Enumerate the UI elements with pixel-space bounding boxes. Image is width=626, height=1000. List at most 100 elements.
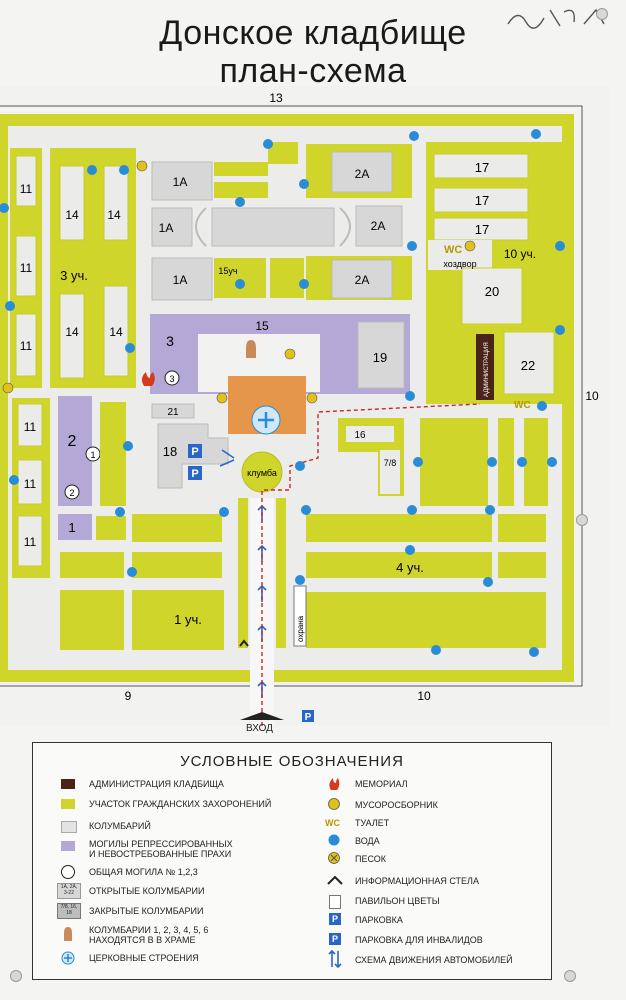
mount-bolt: [10, 970, 22, 982]
memorial-icon: [141, 372, 155, 386]
entrance-arrow: [240, 712, 284, 720]
legend-item-label: ПАРКОВКА ДЛЯ ИНВАЛИДОВ: [355, 935, 483, 945]
church-columbarium-icon: [64, 927, 72, 941]
cross-icon: [258, 412, 274, 428]
plot-strip[interactable]: [498, 552, 546, 578]
toilet-icon: WC: [325, 818, 340, 828]
section-1-plot[interactable]: [132, 514, 222, 542]
legend-item-label: ОТКРЫТЫЕ КОЛУМБАРИИ: [89, 886, 205, 896]
section-11-group[interactable]: [10, 148, 50, 578]
common-grave-1-number: 1: [90, 450, 95, 460]
parking-icon: P: [329, 913, 341, 925]
legend-item-label: ПАВИЛЬОН ЦВЕТЫ: [355, 896, 440, 906]
legend-item-label: ОБЩАЯ МОГИЛА № 1,2,3: [89, 867, 198, 877]
section-2a-label: 2А: [355, 167, 370, 181]
section-1-plot-lower[interactable]: [132, 590, 224, 650]
legend-swatch-repressed: [61, 841, 75, 851]
legend-swatch-columbarium: [61, 821, 77, 833]
administration-building[interactable]: [476, 334, 494, 400]
legend-common-grave-icon: [61, 865, 75, 879]
section-11-label: 11: [24, 477, 37, 491]
legend-closed-columbarium-sample: 7/8, 16, 18: [57, 903, 81, 919]
section-11-label: 11: [24, 535, 37, 549]
section-15-label: 15: [255, 319, 269, 333]
mount-bolt: [576, 514, 588, 526]
columbarium-arcs: [195, 207, 351, 247]
section-12-plot[interactable]: [420, 418, 488, 506]
legend-item-label: ЗАКРЫТЫЕ КОЛУМБАРИИ: [89, 906, 204, 916]
section-3-plot[interactable]: [50, 148, 136, 388]
columbarium-21[interactable]: [151, 403, 195, 419]
plot-strip[interactable]: [96, 516, 126, 540]
section-16-label: 16: [354, 430, 366, 441]
section-17-label: 17: [475, 193, 489, 208]
section-1a-label: 1А: [159, 221, 174, 235]
common-grave-3-number: 3: [169, 374, 174, 384]
section-3-label: 3: [166, 333, 174, 349]
repressed-graves-1[interactable]: [58, 514, 92, 540]
plot-strip[interactable]: [60, 590, 124, 650]
traffic-arrows-icon: [328, 949, 342, 969]
columbarium-16[interactable]: [346, 426, 394, 442]
legend-item-label: МУСОРОСБОРНИК: [355, 800, 438, 810]
section-19-label: 19: [373, 350, 387, 365]
section-2-label: 2: [68, 433, 77, 450]
plot-strip[interactable]: [498, 514, 546, 542]
columbarium-2a-group[interactable]: [270, 144, 412, 300]
trash-bin-icon: [328, 798, 340, 810]
common-grave-3-marker: [164, 370, 180, 386]
section-11-label: 11: [24, 420, 37, 434]
memorial-icon: [329, 778, 340, 790]
section-17-label: 17: [475, 160, 489, 175]
section-4-plot[interactable]: [306, 514, 492, 542]
security-booth[interactable]: [293, 585, 307, 647]
plot-strip[interactable]: [60, 552, 124, 578]
plot-strip[interactable]: [498, 418, 514, 506]
legend-item-label: АДМИНИСТРАЦИЯ КЛАДБИЩА: [89, 779, 224, 789]
columbarium-19[interactable]: [357, 321, 405, 389]
administration-label: АДМИНИСТРАЦИЯ: [484, 342, 490, 397]
section-10-plot[interactable]: [426, 142, 562, 404]
columbarium-7-8[interactable]: [380, 450, 400, 494]
legend-item-label: ТУАЛЕТ: [355, 818, 390, 828]
water-icon: [0, 129, 565, 657]
plot-strip[interactable]: [100, 402, 126, 506]
legend-item-label: МЕМОРИАЛ: [355, 779, 408, 789]
section-10-uch-label: 10 уч.: [504, 247, 536, 261]
legend-item-label: ПЕСОК: [355, 854, 387, 864]
common-grave-2-marker: [64, 484, 80, 500]
section-3-uch-label: 3 уч.: [60, 268, 88, 283]
section-4-plot[interactable]: [306, 552, 492, 578]
security-label: охрана: [296, 615, 305, 642]
legend-swatch-civil-plot: [61, 799, 75, 809]
plot-strip[interactable]: [524, 418, 548, 506]
sand-icon: [328, 852, 340, 864]
disabled-parking-icon-letter: P: [191, 468, 198, 480]
section-4-plot-lower[interactable]: [306, 592, 546, 648]
info-stele-icon: [239, 639, 249, 647]
section-2a-label: 2А: [355, 273, 370, 287]
common-grave-2-number: 2: [69, 488, 74, 498]
toilet-label: WC: [514, 400, 531, 411]
street-outline: [0, 105, 583, 687]
plot-strip[interactable]: [276, 498, 286, 648]
legend-item-label: МОГИЛЫ РЕПРЕССИРОВАННЫХ И НЕВОСТРЕБОВАНН…: [89, 839, 233, 859]
street-10-side-label: 10: [585, 389, 599, 403]
section-1-label: 1: [68, 520, 75, 535]
section-20-label: 20: [485, 284, 499, 299]
page-title: Донское кладбище: [159, 14, 467, 52]
columbarium-central[interactable]: [211, 207, 335, 247]
graffiti-scribble: [507, 8, 605, 29]
section-1-plot[interactable]: [132, 552, 222, 578]
mount-bolt: [596, 8, 608, 20]
columbarium-in-church-icon: [246, 340, 256, 358]
section-14-label: 14: [65, 325, 79, 339]
columbarium-1a-group[interactable]: [151, 142, 298, 301]
legend-item-label: КОЛУМБАРИЙ: [89, 821, 151, 831]
utility-yard-label: хоздвор: [443, 259, 476, 269]
plot-strip[interactable]: [238, 498, 248, 648]
section-1-uch-label: 1 уч.: [174, 612, 202, 627]
sand-icon: [216, 392, 318, 404]
section-2a-label: 2А: [371, 219, 386, 233]
